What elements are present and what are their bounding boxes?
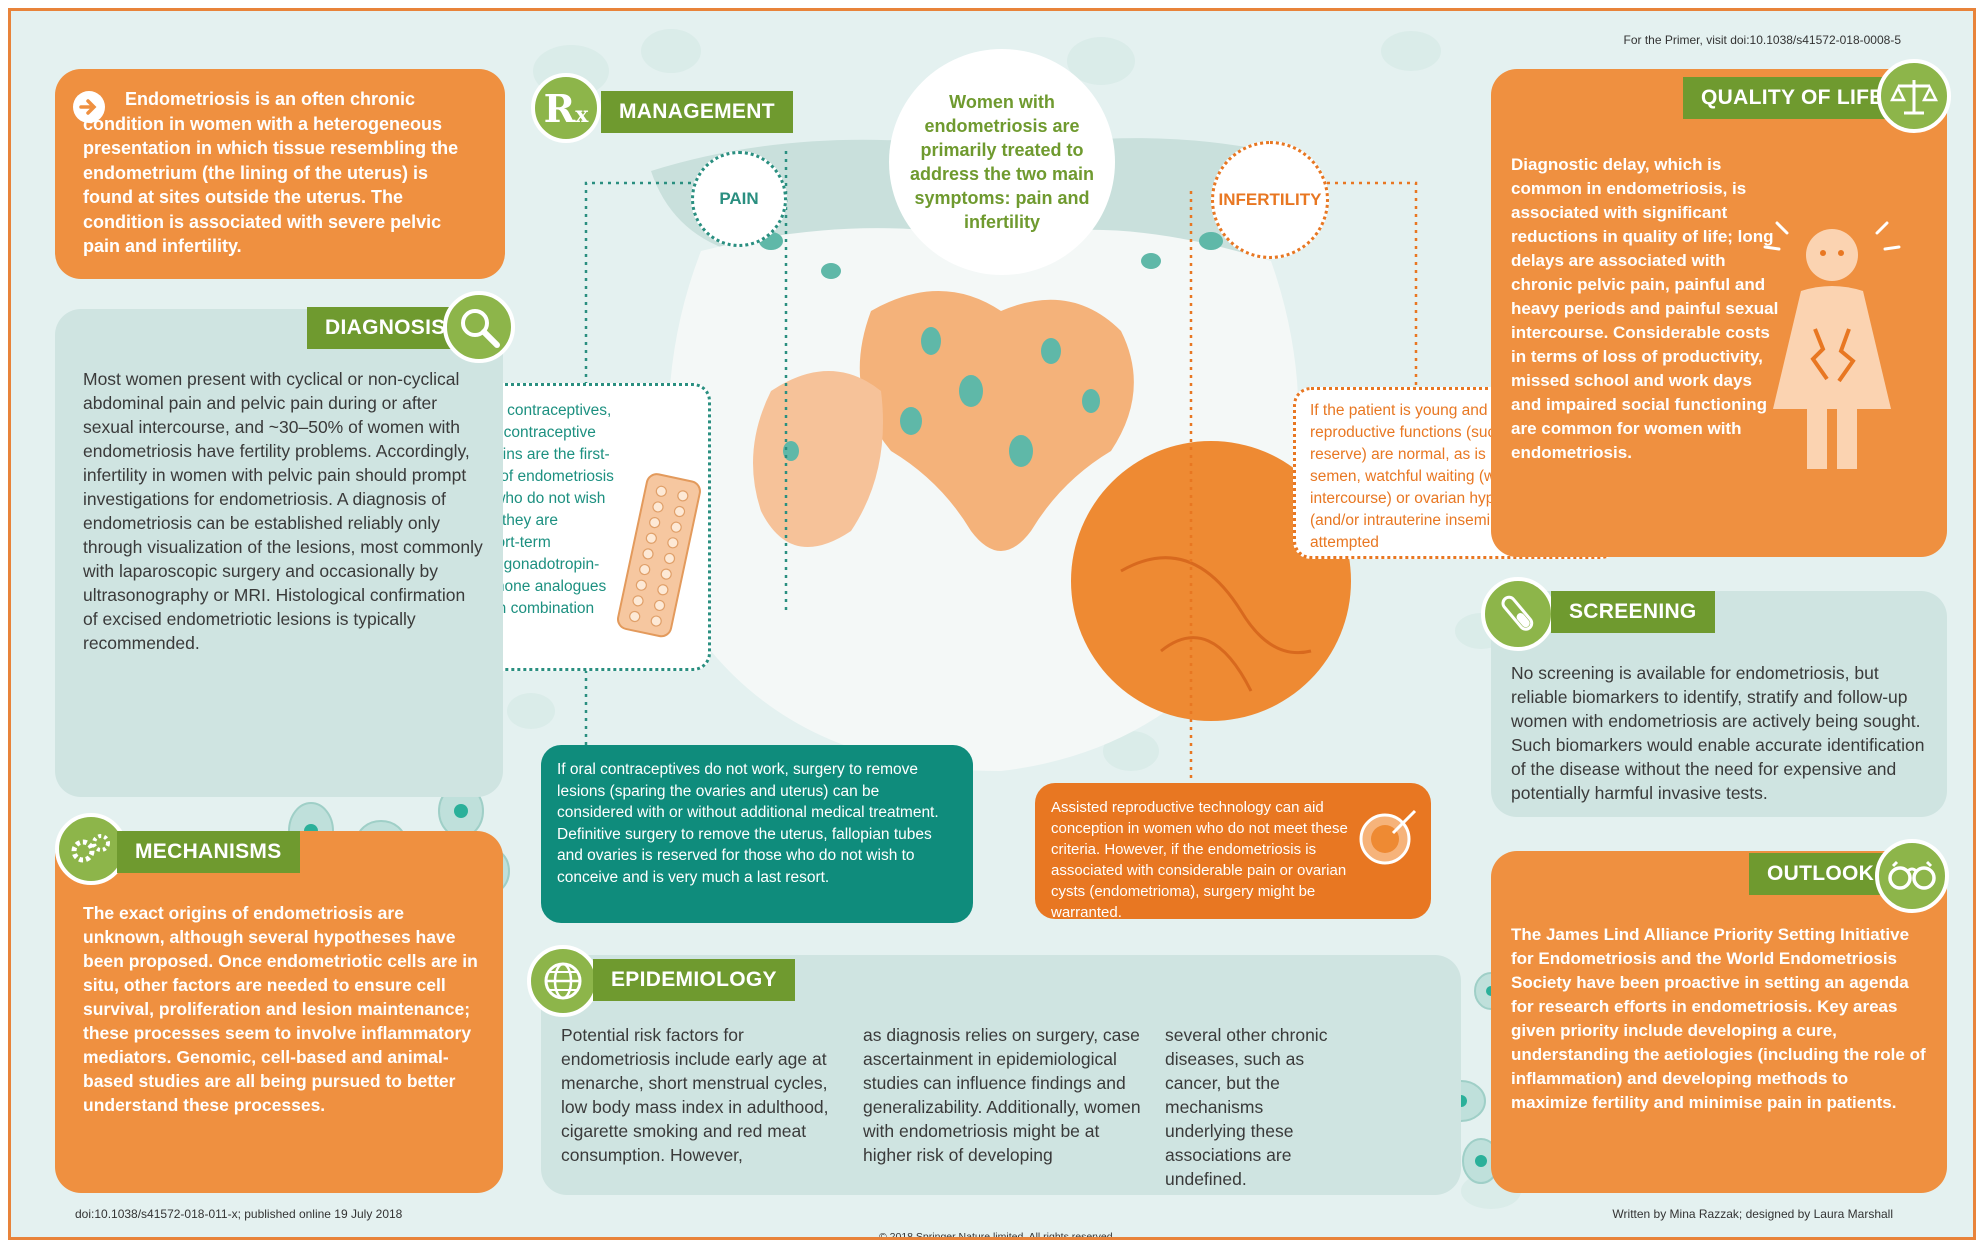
- management-center-circle: Women with endometriosis are primarily t…: [889, 49, 1115, 275]
- footer-credits: Written by Mina Razzak; designed by Laur…: [1612, 1207, 1893, 1221]
- primer-note: For the Primer, visit doi:10.1038/s41572…: [1623, 33, 1902, 47]
- screening-panel: No screening is available for endometrio…: [1491, 591, 1947, 817]
- diagnosis-title: DIAGNOSIS: [307, 307, 464, 349]
- outlook-text: The James Lind Alliance Priority Setting…: [1511, 925, 1926, 1112]
- epidemiology-col3: several other chronic diseases, such as …: [1165, 1025, 1328, 1189]
- infertility-label-circle: INFERTILITY: [1211, 141, 1329, 259]
- epidemiology-col1: Potential risk factors for endometriosis…: [561, 1025, 829, 1165]
- intro-panel: Endometriosis is an often chronic condit…: [55, 69, 505, 279]
- globe-icon: [527, 945, 599, 1017]
- mechanisms-text: The exact origins of endometriosis are u…: [83, 903, 478, 1115]
- woman-in-pain-icon: [1763, 221, 1901, 469]
- mechanisms-panel: The exact origins of endometriosis are u…: [55, 831, 503, 1193]
- diagnosis-text: Most women present with cyclical or non-…: [83, 369, 483, 653]
- screening-text: No screening is available for endometrio…: [1511, 663, 1925, 803]
- test-tube-icon: [1481, 577, 1555, 651]
- outlook-title: OUTLOOK: [1749, 853, 1893, 895]
- epidemiology-title: EPIDEMIOLOGY: [593, 959, 795, 1001]
- quality-of-life-text: Diagnostic delay, which is common in end…: [1511, 155, 1779, 462]
- diagnosis-panel: Most women present with cyclical or non-…: [55, 309, 503, 797]
- quality-of-life-panel: Diagnostic delay, which is common in end…: [1491, 69, 1947, 557]
- footer-doi: doi:10.1038/s41572-018-011-x; published …: [75, 1207, 403, 1221]
- art-box: Assisted reproductive technology can aid…: [1035, 783, 1431, 921]
- surgery-text: If oral contraceptives do not work, surg…: [557, 761, 939, 886]
- art-text: Assisted reproductive technology can aid…: [1051, 799, 1348, 921]
- scales-icon: [1877, 59, 1951, 133]
- screening-title: SCREENING: [1551, 591, 1715, 633]
- egg-icon: [1359, 809, 1417, 865]
- management-center-text: Women with endometriosis are primarily t…: [909, 92, 1095, 232]
- arrow-right-icon: [73, 91, 105, 123]
- binoculars-icon: [1875, 839, 1949, 913]
- infertility-label: INFERTILITY: [1218, 190, 1322, 209]
- management-title: MANAGEMENT: [601, 91, 793, 133]
- mechanisms-title: MECHANISMS: [117, 831, 300, 873]
- rx-icon: Rx: [531, 73, 601, 143]
- intro-text: Endometriosis is an often chronic condit…: [83, 89, 459, 256]
- magnifier-icon: [443, 291, 515, 363]
- epidemiology-col2: as diagnosis relies on surgery, case asc…: [863, 1025, 1141, 1165]
- footer-copyright: © 2018 Springer Nature limited. All righ…: [879, 1231, 1116, 1240]
- outlook-panel: The James Lind Alliance Priority Setting…: [1491, 851, 1947, 1193]
- pill-pack-icon: [617, 473, 701, 638]
- surgery-box: If oral contraceptives do not work, surg…: [541, 745, 973, 923]
- pain-label: PAIN: [719, 189, 759, 208]
- pain-label-circle: PAIN: [691, 151, 787, 247]
- quality-of-life-title: QUALITY OF LIFE: [1683, 77, 1902, 119]
- infographic-frame: For the Primer, visit doi:10.1038/s41572…: [8, 8, 1976, 1240]
